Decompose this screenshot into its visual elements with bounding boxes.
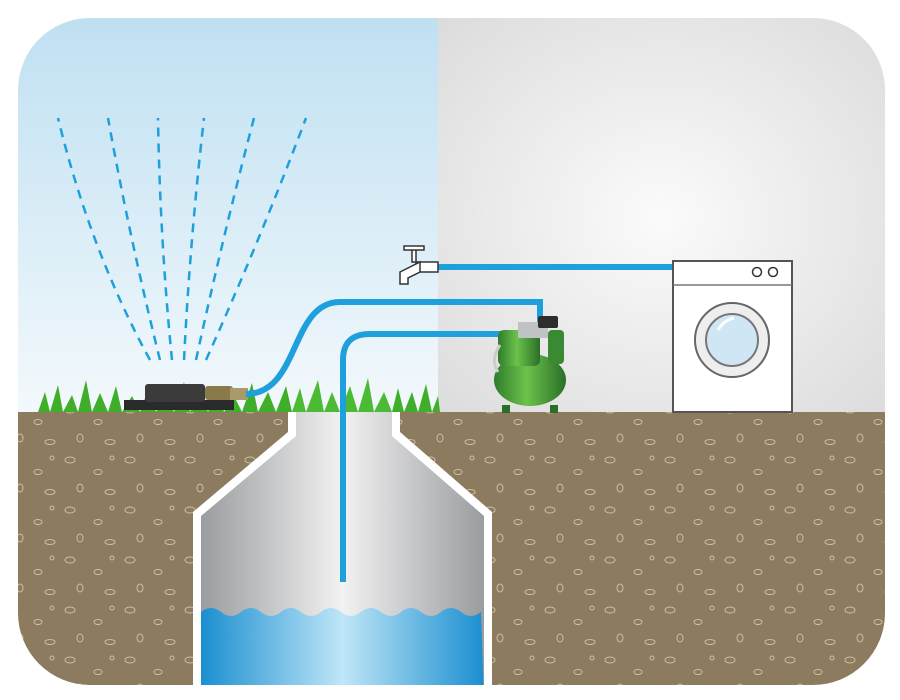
well-water [201,608,484,685]
washing-machine [672,260,793,413]
sprinkler-pipe [245,299,543,397]
sprinkler-spray [56,117,308,361]
pressure-pump [493,316,566,413]
sprinkler [124,384,248,410]
well-suction-pipe [340,331,520,582]
pipes [245,264,675,582]
water-tap-icon [399,245,439,285]
